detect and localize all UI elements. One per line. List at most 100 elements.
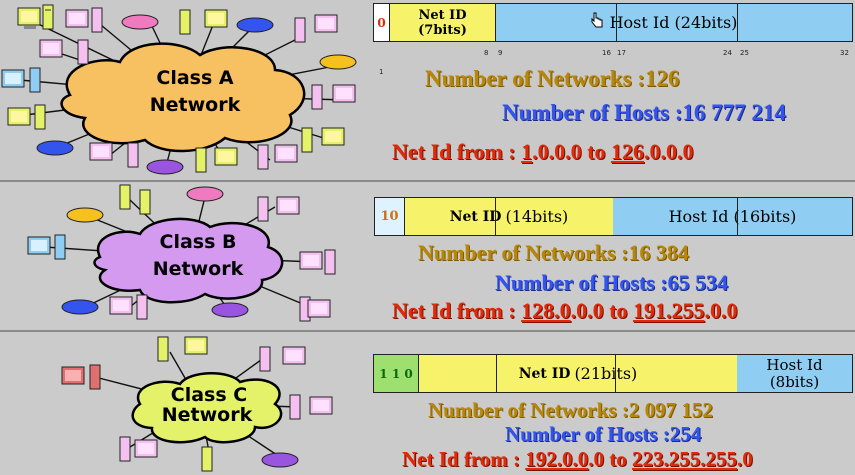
class-b-net-id-label: Net ID [449,208,502,225]
server-icon [119,436,131,462]
server-icon [91,7,103,33]
class-b-prefix-bits: 10 [380,209,399,224]
computer-icon [309,396,333,415]
class-c-host-id-label: Host Id [766,355,823,374]
class-a-octet-divider [737,4,738,41]
class-c-net-id-range: Net Id from : 192.0.0.0 to 223.255.255.0 [402,447,753,472]
class-c-host-id-field: Host Id (8bits) [737,355,852,392]
class-a-net-id-field: Net ID (7bits) [390,4,495,41]
range-end-rest: .0.0 [704,298,738,323]
server-icon [179,9,191,35]
range-end: 191.255 [632,298,705,323]
router-icon [146,159,184,175]
class-a-address-bar: 0 Net ID (7bits) Host Id (24bits) [373,3,853,42]
class-b-address-bar: 10 Net ID (14bits) Host Id (16bits) [374,197,853,236]
server-icon [77,39,89,65]
class-b-octet-divider [737,198,738,235]
class-a-host-id-label: Host Id (24bits) [609,13,738,32]
range-start: 192.0.0 [525,447,589,471]
tick-label: 1 [379,68,384,76]
class-b-net-id-bits: (14bits) [505,207,569,226]
computer-icon [214,147,238,166]
class-a-octet-divider [495,4,496,41]
computer-icon [89,142,113,161]
class-c-net-id-field: Net ID (21bits) [419,355,737,392]
router-icon [236,17,274,33]
computer-icon [282,346,306,365]
class-a-cloud-title: Class A [156,67,234,89]
class-c-network-count: Number of Networks :2 097 152 [428,398,713,422]
server-icon [136,294,148,320]
router-icon [319,54,357,70]
cursor-hand-icon [591,12,603,28]
class-b-host-count: Number of Hosts :65 534 [495,270,729,295]
server-icon [257,144,269,170]
server-icon [294,17,306,43]
range-end: 126 [610,139,644,164]
class-c-net-id-bits: (21bits) [574,364,638,383]
range-prefix: Net Id from : [402,447,526,471]
tick-label: 8 [484,49,489,57]
server-icon [54,234,66,260]
tick-label: 9 [498,49,503,57]
tick-label: 17 [617,49,626,57]
range-end-rest: .0.0.0 [643,139,694,164]
computer-icon [27,236,51,255]
class-b-network-count: Number of Networks :16 384 [418,240,689,265]
class-a-network-diagram: Class A Network [1,4,357,175]
computer-icon [65,9,89,28]
computer-icon [274,144,298,163]
computer-icon [276,196,300,215]
server-icon [195,147,207,173]
class-c-octet-divider [496,355,497,392]
computer-icon [1,69,25,88]
computer-icon [314,14,338,33]
class-c-address-bar: 1 1 0 Net ID (21bits) Host Id (8bits) [373,354,853,393]
range-start-rest: .0.0 to [570,298,633,323]
range-start-rest: .0 to [588,447,633,471]
class-c-prefix: 1 1 0 [374,355,419,392]
class-c-host-id-bits: (8bits) [769,372,820,391]
class-b-cloud-subtitle: Network [153,258,244,280]
class-c-octet-divider [615,355,616,392]
server-icon [201,446,213,472]
server-icon [34,104,46,130]
range-end: 223.255.255 [632,447,738,471]
computer-icon [204,9,228,28]
router-icon [66,207,104,223]
computer-icon [321,127,345,146]
router-icon [36,140,74,156]
class-b-prefix: 10 [375,198,405,235]
class-b-net-id-field: Net ID (14bits) [405,198,613,235]
computer-icon [39,39,63,58]
server-icon [127,142,139,168]
class-b-host-id-label: Host Id (16bits) [668,207,797,226]
class-a-net-id-range: Net Id from : 1.0.0.0 to 126.0.0.0 [392,139,693,165]
range-prefix: Net Id from : [392,139,522,164]
class-a-cloud-subtitle: Network [150,94,241,116]
computer-icon [184,336,208,355]
computer-icon [134,439,158,458]
range-start: 1 [521,139,533,164]
class-a-network-count: Number of Networks :126 [425,66,680,91]
class-c-network-diagram: Class C Network [61,336,333,472]
class-b-net-id-range: Net Id from : 128.0.0.0 to 191.255.0.0 [392,298,737,324]
server-icon [119,184,131,210]
band-divider [0,330,855,332]
computer-icon [299,251,323,270]
computer-icon [61,366,85,385]
tick-label: 25 [740,49,749,57]
server-icon [259,346,271,372]
computer-icon [7,107,31,126]
class-c-net-id-label: Net ID [518,365,571,382]
class-b-cloud-title: Class B [160,231,237,253]
server-icon [257,196,269,222]
class-a-prefix-bits: 0 [377,15,386,30]
server-icon [324,249,336,275]
server-icon [29,67,41,93]
class-a-net-id-label: Net ID [418,7,467,23]
computer-icon [109,296,133,315]
router-icon [261,452,299,468]
range-start-rest: .0.0.0 to [532,139,611,164]
computer-icon [307,299,331,318]
